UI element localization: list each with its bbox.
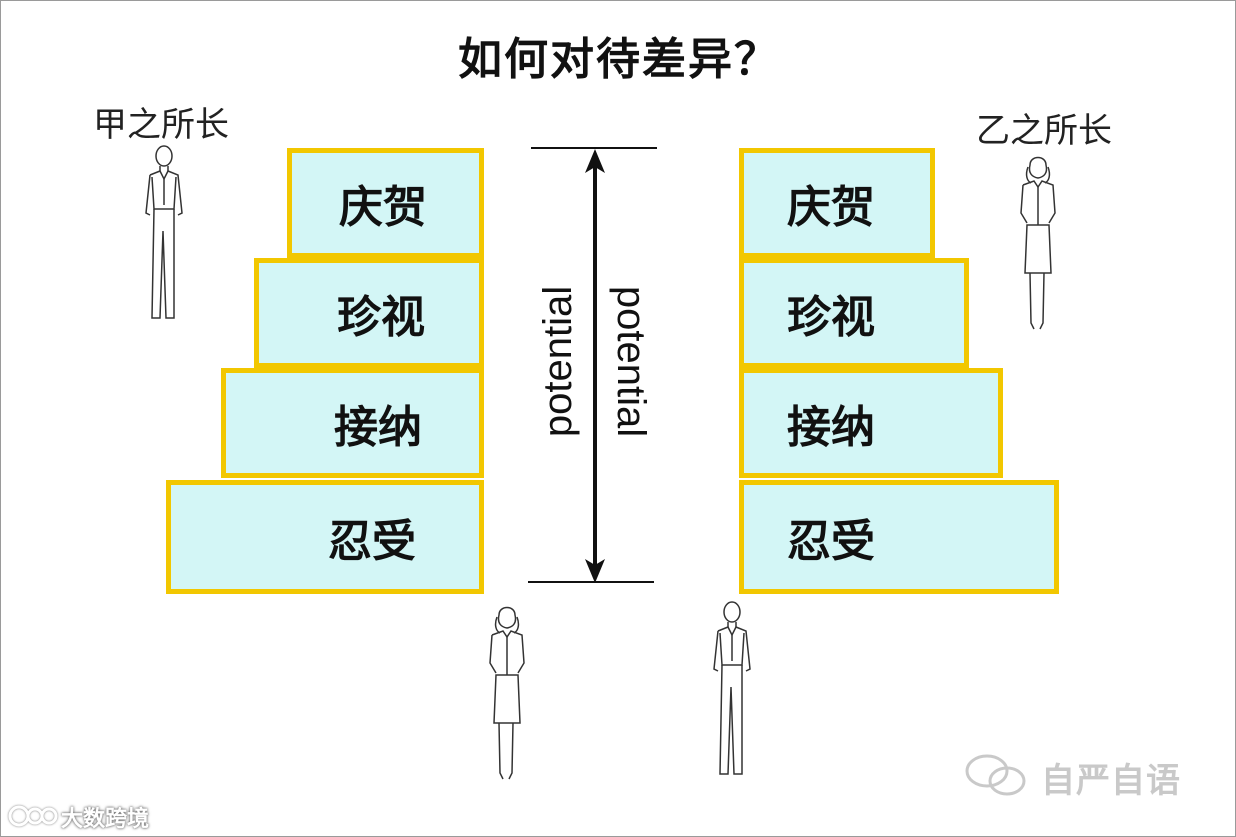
man-figure-bottom-icon — [713, 601, 751, 775]
right-box-celebrate: 庆贺 — [739, 148, 935, 258]
left-box-cherish-label: 珍视 — [337, 292, 425, 343]
left-box-accept: 接纳 — [221, 368, 484, 478]
man-figure-icon — [145, 145, 183, 319]
left-box-tolerate-label: 忍受 — [328, 516, 416, 567]
right-box-accept-label: 接纳 — [787, 402, 875, 453]
left-box-celebrate: 庆贺 — [287, 148, 484, 258]
potential-label-right: potential — [609, 285, 654, 438]
double-arrow-icon — [585, 149, 605, 583]
watermark-account: 自严自语 — [1041, 761, 1181, 801]
wechat-icon — [965, 754, 1026, 796]
woman-figure-icon — [1020, 156, 1056, 330]
right-box-tolerate-label: 忍受 — [787, 516, 875, 567]
right-box-tolerate: 忍受 — [739, 480, 1059, 594]
right-side-label: 乙之所长 — [976, 111, 1112, 151]
bottom-bound-line — [528, 581, 654, 583]
diagram-title: 如何对待差异？ — [458, 34, 780, 85]
left-box-celebrate-label: 庆贺 — [339, 182, 427, 233]
weibo-logo-icon — [8, 805, 58, 827]
right-box-celebrate-label: 庆贺 — [787, 182, 875, 233]
left-box-cherish: 珍视 — [254, 258, 484, 368]
right-box-accept: 接纳 — [739, 368, 1003, 478]
woman-figure-bottom-icon — [489, 606, 525, 780]
top-bound-line — [531, 147, 657, 149]
left-box-accept-label: 接纳 — [334, 402, 422, 453]
right-box-cherish-label: 珍视 — [787, 292, 875, 343]
left-box-tolerate: 忍受 — [166, 480, 484, 594]
left-side-label: 甲之所长 — [93, 105, 229, 145]
potential-label-left: potential — [536, 285, 581, 438]
right-box-cherish: 珍视 — [739, 258, 969, 368]
watermark-source: 大数跨境 — [61, 807, 150, 832]
